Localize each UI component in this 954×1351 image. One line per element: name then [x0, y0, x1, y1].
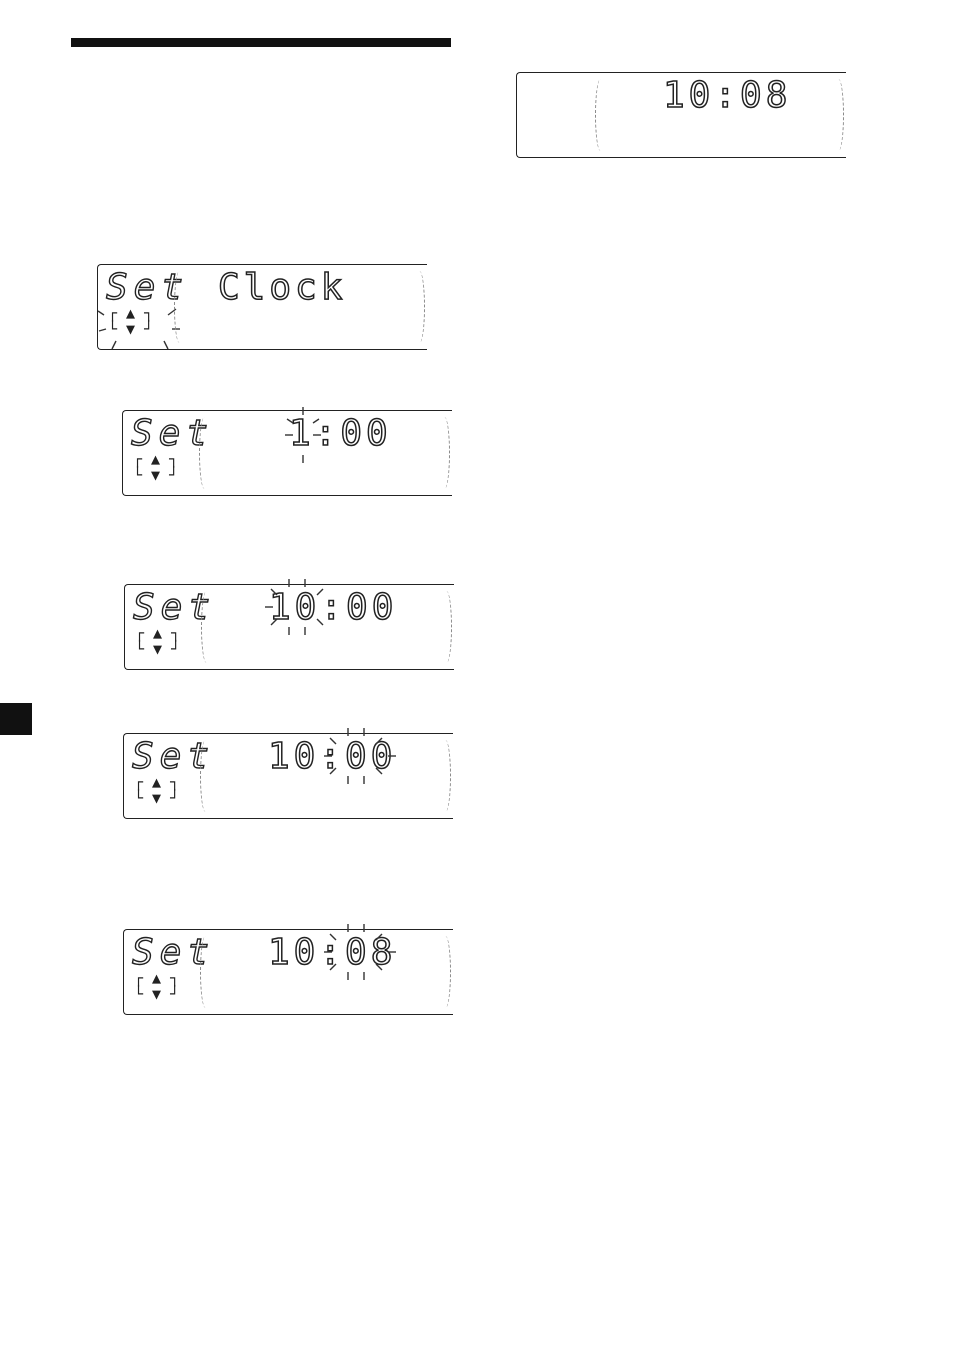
display-bracket-left — [174, 271, 185, 343]
clock-time-readout: 10:00 — [268, 736, 396, 777]
display-bracket-right — [440, 936, 451, 1008]
clock-time-readout: 10:08 — [268, 932, 396, 973]
page-side-tab — [0, 703, 32, 735]
lcd-display-set-minute-08: Set ┌ ▲ ┐ └ ▼ ┘ 10:08 — [123, 929, 453, 1015]
lcd-display-final: 10:08 — [516, 72, 846, 158]
up-down-arrows-icon: ┌ ▲ ┐ └ ▼ ┘ — [133, 451, 178, 483]
display-bracket-right — [440, 740, 451, 812]
display-bracket-left — [200, 936, 211, 1008]
clock-time-readout: 10:00 — [269, 587, 397, 628]
lcd-display-set-hour-1: Set ┌ ▲ ┐ └ ▼ ┘ 1:00 — [122, 410, 452, 496]
display-bracket-right — [833, 79, 844, 151]
clock-label: Clock — [218, 267, 346, 308]
display-bracket-right — [439, 417, 450, 489]
up-down-arrows-icon: ┌ ▲ ┐ └ ▼ ┘ — [134, 774, 179, 806]
lcd-display-set-hour-10: Set ┌ ▲ ┐ └ ▼ ┘ 10:00 — [124, 584, 454, 670]
display-bracket-left — [201, 591, 212, 663]
up-down-arrows-icon: ┌ ▲ ┐ └ ▼ ┘ — [108, 305, 153, 337]
display-bracket-left — [199, 417, 210, 489]
section-header-bar — [71, 38, 451, 47]
up-down-arrows-icon: ┌ ▲ ┐ └ ▼ ┘ — [134, 970, 179, 1002]
clock-time-readout: 1:00 — [289, 413, 392, 454]
clock-time-readout: 10:08 — [663, 75, 791, 116]
up-down-arrows-icon: ┌ ▲ ┐ └ ▼ ┘ — [135, 625, 180, 657]
lcd-display-set-minute-00: Set ┌ ▲ ┐ └ ▼ ┘ 10:00 — [123, 733, 453, 819]
display-bracket-right — [441, 591, 452, 663]
display-bracket-right — [414, 271, 425, 343]
display-bracket-left — [200, 740, 211, 812]
display-bracket-left — [595, 79, 606, 151]
lcd-display-set-clock: Set ┌ ▲ ┐ └ ▼ ┘ Clock — [97, 264, 427, 350]
